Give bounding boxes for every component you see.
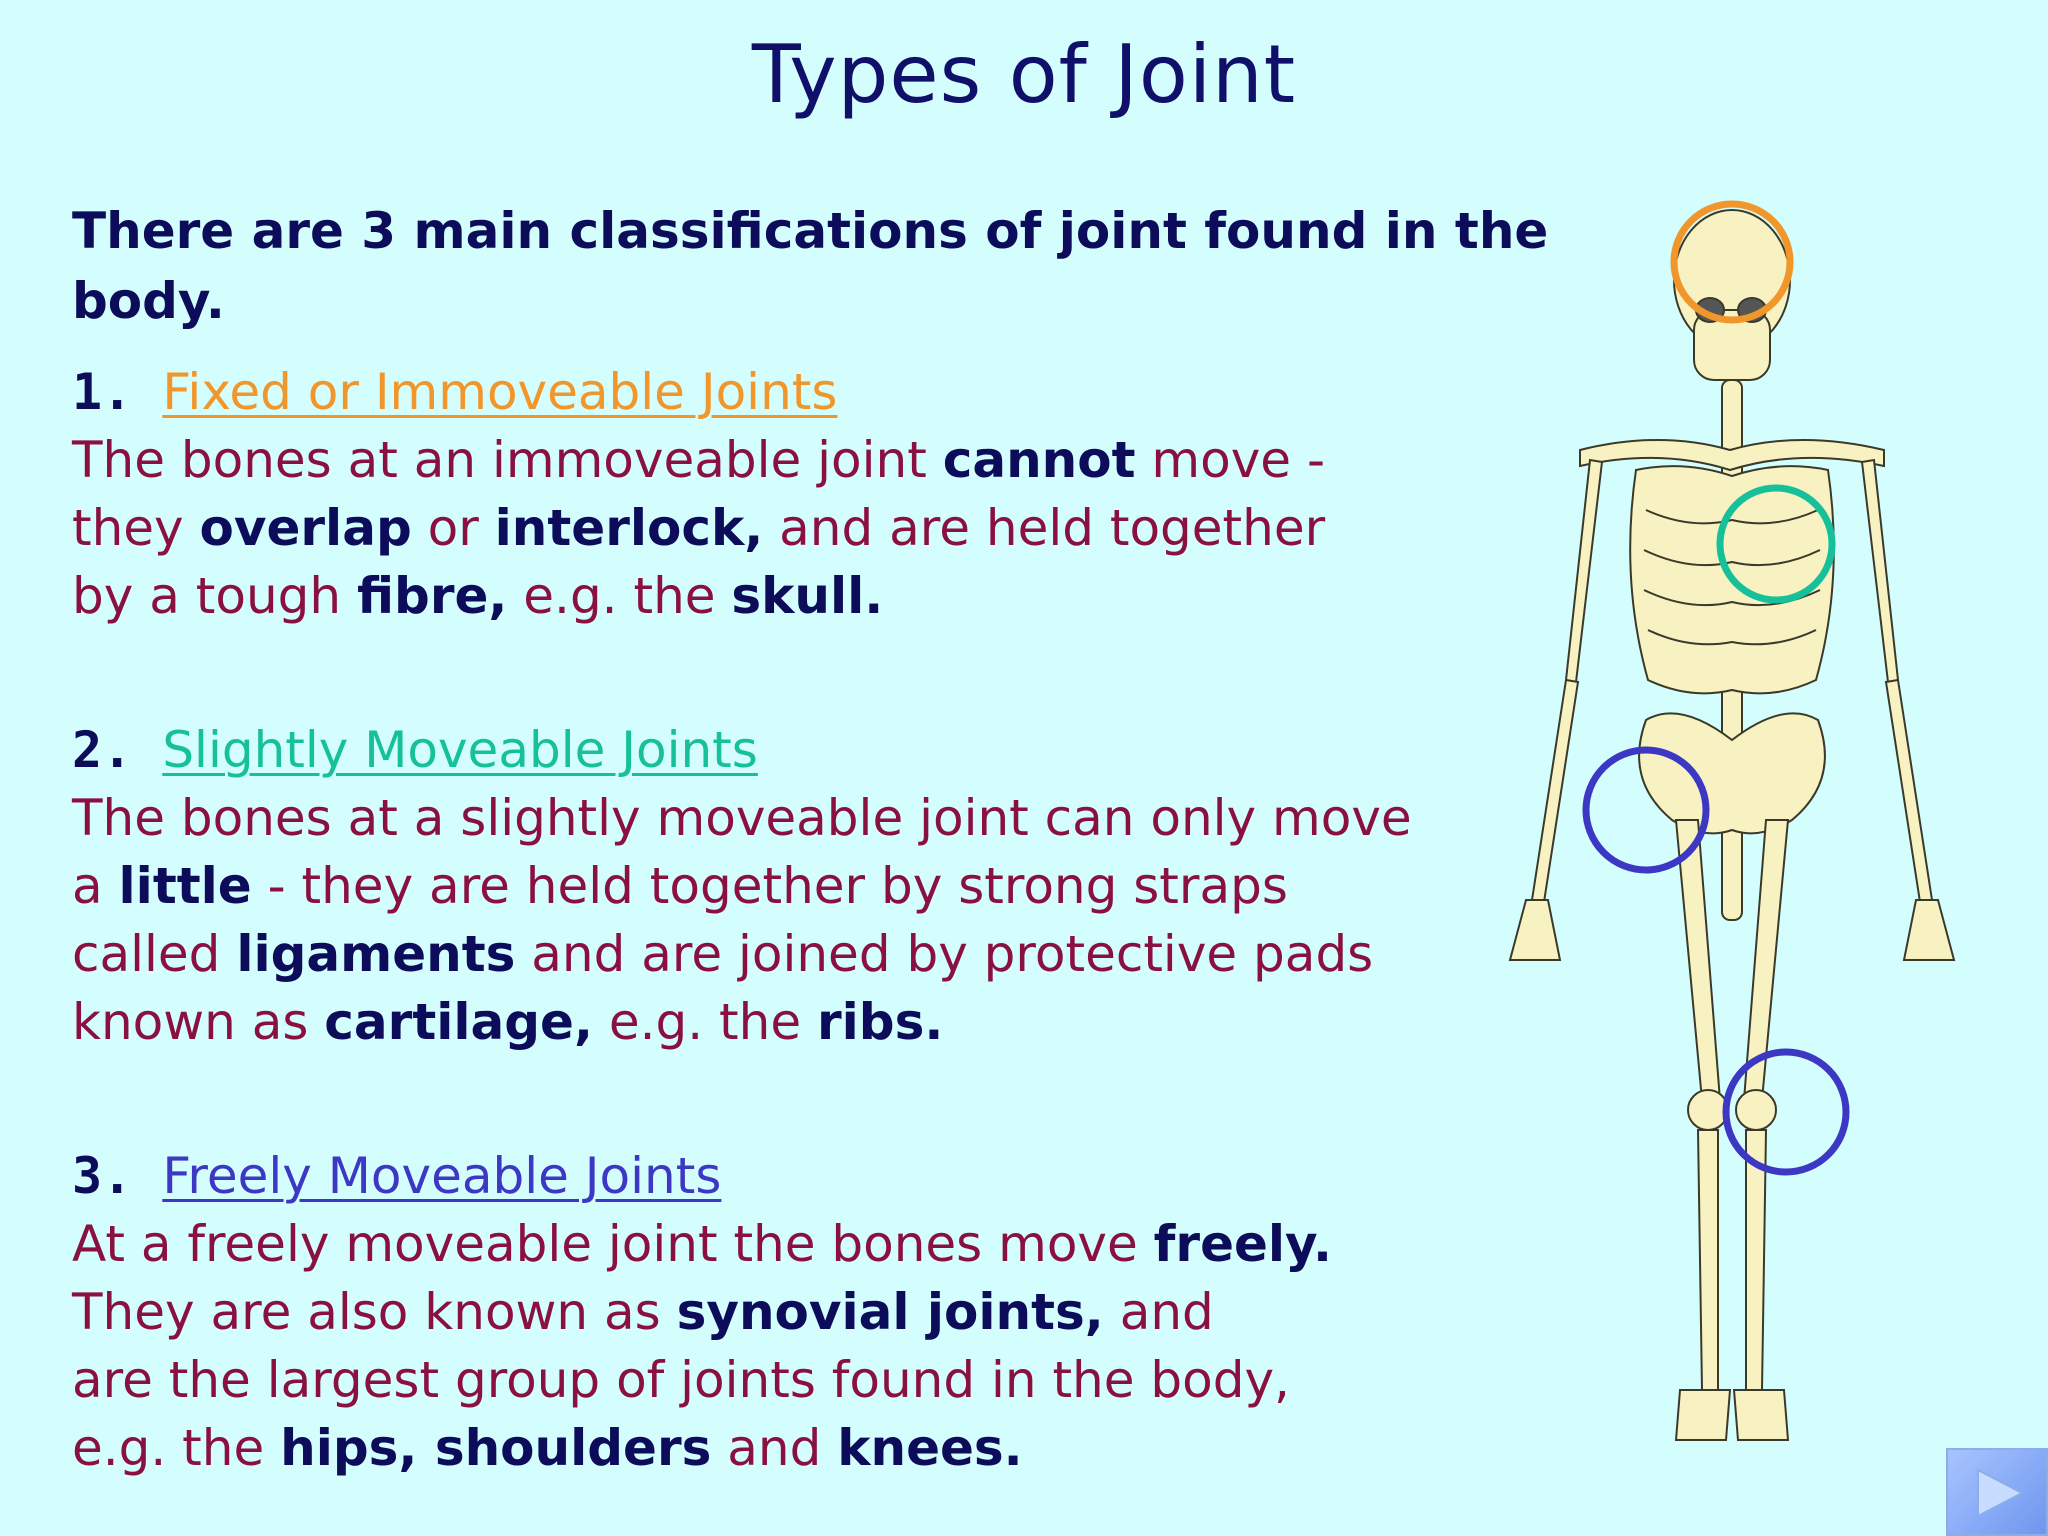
hip-joint-circle xyxy=(1582,746,1710,874)
section-body-line: called ligaments and are joined by prote… xyxy=(72,920,1512,988)
body-text: and are joined by protective pads xyxy=(515,925,1374,983)
section-body-line: known as cartilage, e.g. the ribs. xyxy=(72,988,1512,1056)
section-heading: Slightly Moveable Joints xyxy=(162,721,758,779)
body-text: by a tough xyxy=(72,567,357,625)
body-text: move - xyxy=(1135,431,1326,489)
section-heading: Freely Moveable Joints xyxy=(162,1147,722,1205)
body-text: At a freely moveable joint the bones mov… xyxy=(72,1215,1154,1273)
body-text: known as xyxy=(72,993,325,1051)
skeleton-illustration xyxy=(1508,200,1956,1441)
bold-term: freely. xyxy=(1153,1215,1333,1273)
bold-term: synovial joints, xyxy=(676,1283,1104,1341)
next-arrow-icon xyxy=(1977,1468,2025,1518)
body-text: e.g. the xyxy=(72,1419,281,1477)
body-text: They are also known as xyxy=(72,1283,677,1341)
bold-term: ligaments xyxy=(236,925,516,983)
next-slide-button[interactable] xyxy=(1946,1448,2048,1536)
section-heading-line: 1. Fixed or Immoveable Joints xyxy=(72,358,1512,426)
body-text: a xyxy=(72,857,119,915)
bold-term: ribs. xyxy=(816,993,944,1051)
body-text: - they are held together by strong strap… xyxy=(251,857,1288,915)
section-number: 3. xyxy=(72,1147,163,1205)
bold-term: cannot xyxy=(942,431,1136,489)
body-text: and xyxy=(1103,1283,1214,1341)
body-text: they xyxy=(72,499,200,557)
bold-term: overlap xyxy=(199,499,412,557)
bold-term: fibre, xyxy=(356,567,508,625)
section-body-line: are the largest group of joints found in… xyxy=(72,1346,1512,1414)
slide-title: Types of Joint xyxy=(751,28,1297,121)
section-body-line: The bones at a slightly moveable joint c… xyxy=(72,784,1512,852)
bold-term: hips, shoulders xyxy=(280,1419,712,1477)
section-body-line: by a tough fibre, e.g. the skull. xyxy=(72,562,1512,630)
bold-term: interlock, xyxy=(494,499,764,557)
section-body-line: e.g. the hips, shoulders and knees. xyxy=(72,1414,1512,1482)
section-body-line: they overlap or interlock, and are held … xyxy=(72,494,1512,562)
body-text: called xyxy=(72,925,237,983)
skull-joint-circle xyxy=(1670,200,1794,324)
body-text: and are held together xyxy=(763,499,1326,557)
section-body-line: a little - they are held together by str… xyxy=(72,852,1512,920)
bold-term: skull. xyxy=(731,567,884,625)
section-body-line: They are also known as synovial joints, … xyxy=(72,1278,1512,1346)
section-number: 1. xyxy=(72,363,163,421)
ribs-joint-circle xyxy=(1716,484,1836,604)
knee-joint-circle xyxy=(1722,1048,1850,1176)
section-heading-line: 2. Slightly Moveable Joints xyxy=(72,716,1512,784)
body-text: and xyxy=(711,1419,838,1477)
bold-term: cartilage, xyxy=(324,993,593,1051)
body-text: e.g. the xyxy=(507,567,732,625)
intro-text: There are 3 main classifications of join… xyxy=(72,202,1549,330)
body-text: or xyxy=(411,499,495,557)
body-text: The bones at an immoveable joint xyxy=(72,431,943,489)
body-text: The bones at a slightly moveable joint c… xyxy=(72,789,1412,847)
body-text: e.g. the xyxy=(592,993,817,1051)
body-text: are the largest group of joints found in… xyxy=(72,1351,1290,1409)
section-body-line: The bones at an immoveable joint cannot … xyxy=(72,426,1512,494)
section-number: 2. xyxy=(72,721,163,779)
bold-term: little xyxy=(118,857,252,915)
section-heading-line: 3. Freely Moveable Joints xyxy=(72,1142,1512,1210)
bold-term: knees. xyxy=(837,1419,1023,1477)
section-heading: Fixed or Immoveable Joints xyxy=(162,363,838,421)
section-body-line: At a freely moveable joint the bones mov… xyxy=(72,1210,1512,1278)
